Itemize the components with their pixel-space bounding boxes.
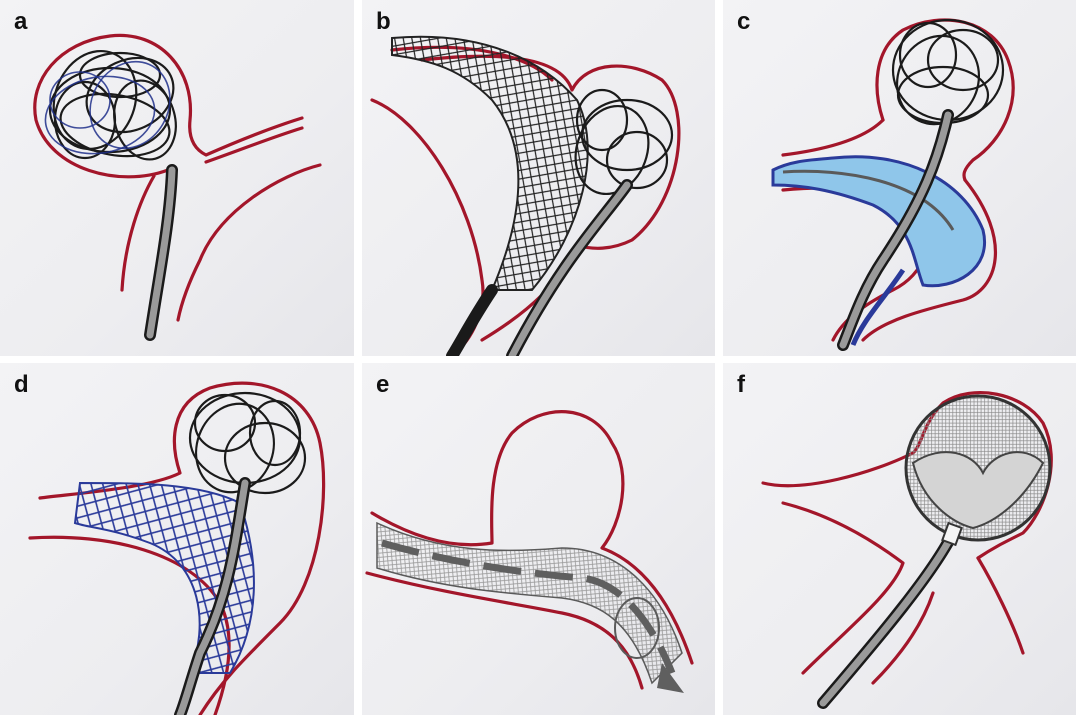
panel-label: e: [376, 371, 389, 399]
panel-label: b: [376, 8, 391, 36]
panel-label: d: [14, 371, 29, 399]
stent-coiling-icon: [0, 363, 354, 715]
flow-diverter-mesh: [377, 523, 682, 683]
panel-label: c: [737, 8, 750, 36]
panel-label: f: [737, 371, 745, 399]
stent-mesh: [392, 37, 588, 290]
flow-diverter-icon: [362, 363, 715, 715]
panel-a: a: [0, 0, 354, 356]
panel-d: d: [0, 363, 354, 715]
coil-mass: [39, 39, 185, 166]
panel-e: e: [362, 363, 715, 715]
intrasaccular-device-icon: [723, 363, 1076, 715]
coil-embolization-icon: [0, 0, 354, 356]
panel-c: c: [723, 0, 1076, 356]
panel-f: f: [723, 363, 1076, 715]
panel-b: b: [362, 0, 715, 356]
stent-assisted-coiling-icon: [362, 0, 715, 356]
panel-label: a: [14, 8, 27, 36]
balloon-assisted-coiling-icon: [723, 0, 1076, 356]
